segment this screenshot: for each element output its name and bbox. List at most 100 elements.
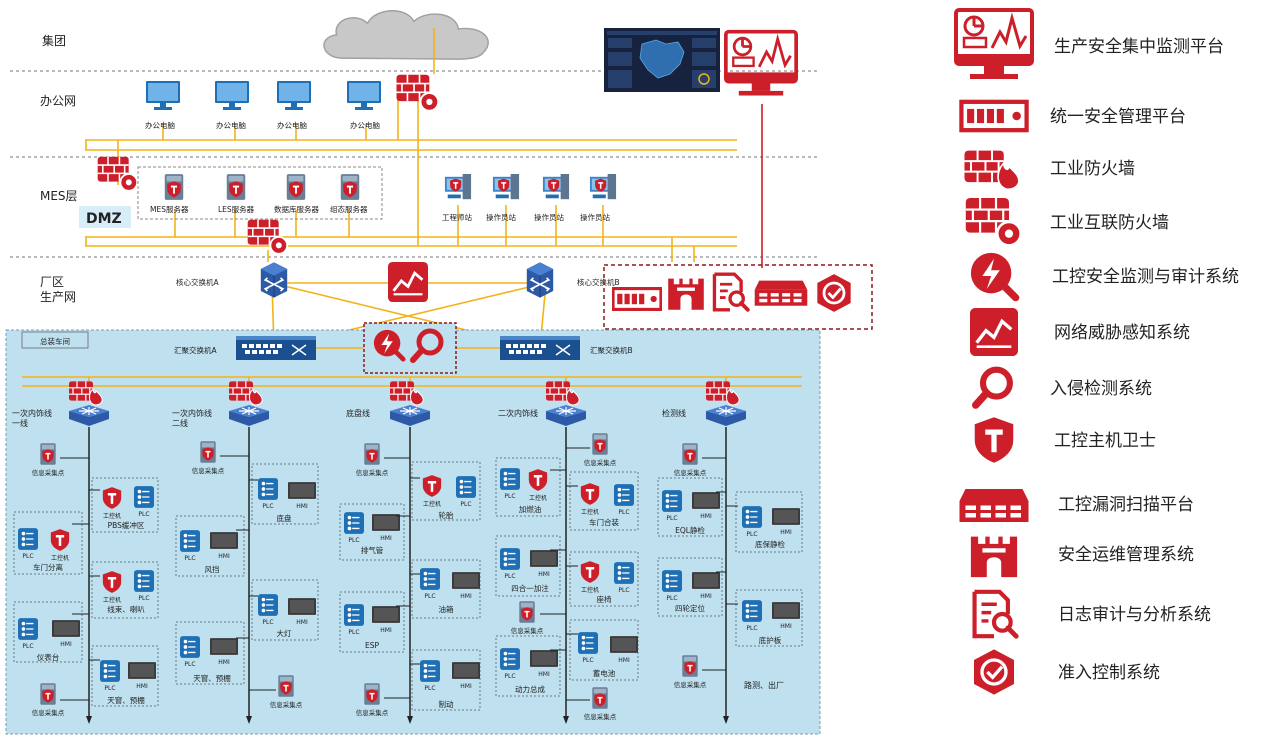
collector-label: 信息采集点 <box>356 708 389 717</box>
plc-icon <box>578 632 598 654</box>
plc-icon <box>420 660 440 682</box>
vulnerability-scan-icon <box>959 489 1029 522</box>
plc-label: PLC <box>184 661 195 668</box>
cell-label: 底护板 <box>759 635 782 645</box>
workshop-label: 总装车间 <box>40 336 70 346</box>
office-pc-icon <box>277 81 311 110</box>
ipc-label: 工控机 <box>581 508 599 516</box>
hmi-icon <box>610 636 638 653</box>
line-label: 一次内饰线一线 <box>12 408 52 428</box>
workstation-icon <box>590 174 616 199</box>
dmz-zone <box>137 166 383 220</box>
office-pc-label: 办公电脑 <box>145 120 175 130</box>
cell-box <box>91 645 159 707</box>
cell-box <box>735 589 803 647</box>
hmi-icon <box>692 572 720 589</box>
audit-monitor-icon <box>971 253 1016 298</box>
collector-label: 信息采集点 <box>674 468 707 477</box>
trunk-arrow <box>407 716 413 724</box>
hmi-icon <box>452 572 480 589</box>
hmi-label: HMI <box>780 529 792 536</box>
cell-label: 轮胎 <box>439 510 454 520</box>
cell-label: 四合一加注 <box>511 583 549 593</box>
core-switch-icon <box>525 261 555 299</box>
ipc-label: 工控机 <box>103 596 121 604</box>
plc-icon <box>180 530 200 552</box>
collector-icon <box>592 433 607 455</box>
plc-icon <box>420 568 440 590</box>
server-icon <box>227 174 245 200</box>
cell-label: 风挡 <box>205 564 220 574</box>
cell-label: 线束、喇叭 <box>107 604 145 614</box>
collector-label: 信息采集点 <box>32 708 65 717</box>
hmi-icon <box>692 492 720 509</box>
cell-label: 仪表台 <box>37 652 60 662</box>
line-label: 一次内饰线二线 <box>172 408 212 428</box>
vulnerability-scan-icon <box>754 280 808 306</box>
hmi-label: HMI <box>296 503 308 510</box>
plc-label: PLC <box>22 643 33 650</box>
plc-icon <box>134 570 154 592</box>
cell-box <box>251 579 319 641</box>
core-layer: 核心交换机A 核心交换机B <box>176 261 873 330</box>
layer-label-office: 办公网 <box>40 93 76 108</box>
hmi-label: HMI <box>136 683 148 690</box>
workstation-icon <box>543 174 569 199</box>
dashboard-screenshot <box>604 28 720 92</box>
log-audit-icon <box>712 272 750 312</box>
monitor-platform-icon <box>726 32 796 96</box>
log-audit-icon <box>975 592 1017 636</box>
access-control-icon <box>972 648 1016 696</box>
collector-icon <box>278 675 293 697</box>
aggregation-switch-icon <box>500 336 580 360</box>
mes-network: DMZ MES服务器 LES服务器 数据库服务器 组态服务器 工程师站 操作员站… <box>79 157 616 254</box>
plc-icon <box>18 528 38 550</box>
hmi-label: HMI <box>538 571 550 578</box>
plc-icon <box>662 490 682 512</box>
collector-icon <box>592 687 607 709</box>
cell-box <box>657 477 723 537</box>
legend-label: 工控主机卫士 <box>1054 431 1156 451</box>
hmi-icon <box>772 602 800 619</box>
plc-label: PLC <box>618 509 629 516</box>
station-label: 工程师站 <box>442 212 472 222</box>
ipc-label: 工控机 <box>529 494 547 502</box>
cell-box <box>251 463 319 525</box>
collector-label: 信息采集点 <box>674 680 707 689</box>
legend-label: 工业互联防火墙 <box>1050 213 1169 233</box>
cell-box <box>657 557 723 617</box>
cell-box <box>13 601 83 663</box>
hmi-icon <box>288 598 316 615</box>
internet-cloud-icon <box>323 9 489 60</box>
agg-switch-label: 汇聚交换机A <box>174 345 217 355</box>
workstation-icon <box>493 174 519 199</box>
collector-label: 信息采集点 <box>584 458 617 467</box>
cell-box <box>495 457 561 517</box>
cell-label: 座椅 <box>597 594 612 604</box>
cell-box <box>13 511 83 575</box>
plc-label: PLC <box>666 595 677 602</box>
plc-label: PLC <box>618 587 629 594</box>
ipc-label: 工控机 <box>423 500 441 508</box>
hmi-label: HMI <box>60 641 72 648</box>
cell-box <box>495 635 561 697</box>
server-icon <box>287 174 305 200</box>
cell-box <box>91 561 159 619</box>
office-pc-label: 办公电脑 <box>277 120 307 130</box>
ops-management-icon <box>668 278 704 310</box>
collector-icon <box>682 655 697 677</box>
cell-box <box>569 619 639 681</box>
collector-icon <box>519 601 534 623</box>
cell-label: 车门合装 <box>589 517 619 527</box>
cell-label: EQL静检 <box>675 525 705 535</box>
core-switch-label: 核心交换机A <box>176 277 219 287</box>
office-pc-icon <box>347 81 381 110</box>
plc-icon <box>614 562 634 584</box>
cell-label: 天窗、预棚 <box>193 673 231 683</box>
server-label: 组态服务器 <box>330 204 368 214</box>
plc-label: PLC <box>746 625 757 632</box>
aggregation-switch-icon <box>236 336 316 360</box>
hmi-label: HMI <box>460 683 472 690</box>
legend-label: 准入控制系统 <box>1058 663 1160 683</box>
